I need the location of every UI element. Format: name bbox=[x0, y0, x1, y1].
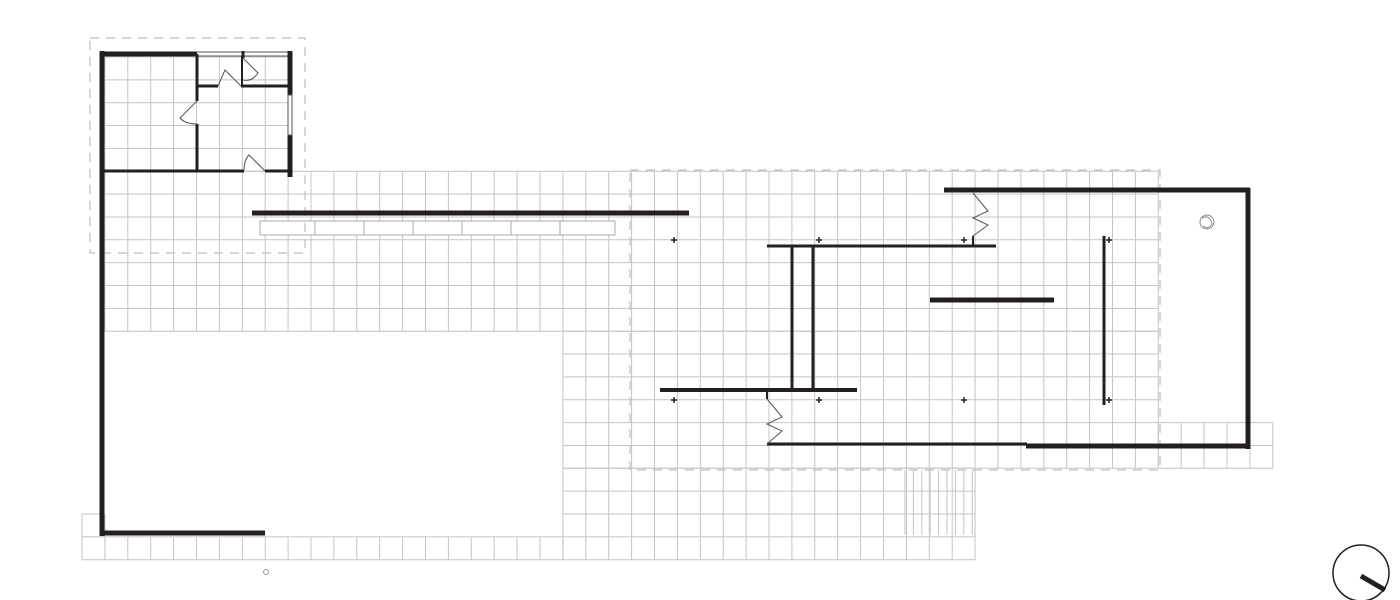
columns bbox=[671, 237, 1112, 403]
stairs bbox=[904, 470, 973, 535]
curtains bbox=[765, 192, 989, 445]
column-cross-icon bbox=[671, 237, 677, 243]
bench bbox=[259, 220, 616, 236]
north-arrow-icon bbox=[1332, 544, 1390, 600]
marker-circle bbox=[263, 569, 269, 575]
column-cross-icon bbox=[961, 237, 967, 243]
column-cross-icon bbox=[1106, 397, 1112, 403]
pavilion-roof-outline bbox=[629, 169, 1161, 471]
pavilion-walls bbox=[252, 187, 1251, 449]
annex-walls bbox=[99, 51, 293, 536]
column-cross-icon bbox=[816, 397, 822, 403]
column-cross-icon bbox=[1106, 237, 1112, 243]
window bbox=[287, 94, 293, 136]
door-swings bbox=[179, 57, 266, 172]
column-cross-icon bbox=[961, 397, 967, 403]
column-cross-icon bbox=[816, 237, 822, 243]
annex-roof-outline bbox=[89, 37, 306, 254]
column-cross-icon bbox=[671, 397, 677, 403]
sculpture-icon bbox=[1199, 214, 1215, 230]
